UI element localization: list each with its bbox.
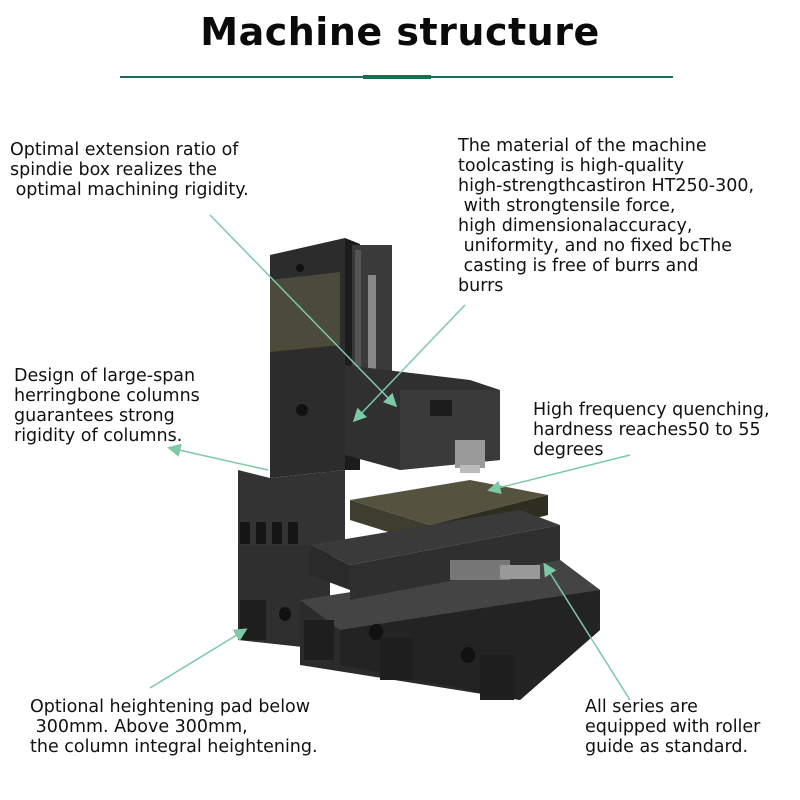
worktable [310,480,560,600]
arrow-roller-guide [543,562,631,701]
annotation-heightening-pad: Optional heightening pad below 300mm. Ab… [30,697,318,757]
annotation-casting-material: The material of the machine toolcasting … [458,136,755,296]
arrow-heightening-pad [149,628,248,689]
annotation-spindle-box: Optimal extension ratio of spindie box r… [10,140,249,200]
machine-column [238,238,360,545]
arrow-spindle-box [209,214,398,408]
annotation-roller-guide: All series are equipped with roller guid… [585,697,761,757]
annotation-quenching: High frequency quenching, hardness reach… [533,400,770,460]
arrow-herringbone [167,443,269,471]
arrow-casting-material [352,304,466,423]
arrow-quenching [487,454,631,495]
page-title: Machine structure [200,10,600,54]
spindle-headstock [345,245,500,473]
title-divider-accent [363,75,431,79]
annotation-herringbone-columns: Design of large-span herringbone columns… [14,366,200,446]
